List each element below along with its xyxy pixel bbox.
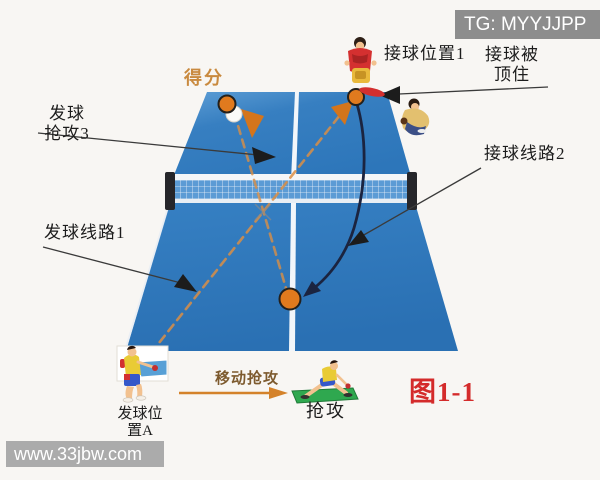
watermark-top-right: TG: MYYJJPP <box>455 10 600 39</box>
net-post-right <box>407 172 417 210</box>
figure-caption: 图1-1 <box>409 377 476 407</box>
player-blocked-receive-icon <box>400 98 430 136</box>
move-attack-arrow <box>179 387 288 399</box>
label-pointer-lines <box>37 86 549 284</box>
serve-attack-line2: 抢攻3 <box>44 123 90 143</box>
attack-direction-orange-arrow <box>241 109 264 138</box>
attack-label: 抢攻 <box>306 401 346 421</box>
player-attacking-icon <box>291 360 359 404</box>
serve-position-line2: 置A <box>127 423 153 440</box>
receive-blocked-line2: 顶住 <box>494 64 530 84</box>
receive-route-arrowhead <box>348 230 369 246</box>
blocked-arrowhead <box>379 86 400 104</box>
table-left-edge-highlight <box>124 203 170 352</box>
center-line-far <box>291 92 299 180</box>
serve-attack-line1: 发球 <box>49 104 85 123</box>
net-mesh <box>173 180 413 200</box>
receive-ball <box>347 88 365 106</box>
receive-route-pointer-line <box>361 167 482 237</box>
serve-position-line1: 发球位 <box>117 406 163 422</box>
receive-route-curve <box>305 103 366 296</box>
serve-direction-orange-arrow <box>331 101 353 125</box>
score-ball <box>217 94 237 114</box>
move-attack-label: 移动抢攻 <box>215 371 280 387</box>
serve-position-label: 发球位 置A <box>102 406 178 441</box>
cross-mark <box>254 203 272 221</box>
center-line-near <box>289 203 296 351</box>
player-receive-position-icon <box>344 37 377 83</box>
score-label: 得分 <box>184 68 224 88</box>
serve-attack-pointer-line <box>37 132 259 156</box>
watermark-bottom-left: www.33jbw.com <box>6 441 164 467</box>
serve-route-dashed-line <box>149 98 354 355</box>
serve-attack-arrowhead <box>252 147 276 164</box>
label-pointer-arrowheads <box>174 86 400 292</box>
attack-route-dashed-line <box>232 110 290 297</box>
receive-route-label: 接球线路2 <box>484 144 566 163</box>
serve-attack-label: 发球 抢攻3 <box>38 104 96 143</box>
blocked-pointer-line <box>398 86 549 95</box>
receive-blocked-label: 接球被 顶住 <box>462 45 562 84</box>
player-serving-icon <box>116 345 169 403</box>
serve-route-arrowhead <box>174 274 197 292</box>
receive-curve-arrowhead <box>303 281 321 297</box>
receive-position-label: 接球位置1 <box>384 44 466 63</box>
net-post-left <box>165 172 175 210</box>
receive-blocked-line1: 接球被 <box>485 45 539 64</box>
net-bottom-band <box>173 199 413 203</box>
red-paddle-streak <box>359 87 385 97</box>
serve-route-label: 发球线路1 <box>44 223 126 242</box>
mid-table-ball <box>278 287 302 311</box>
serve-route-pointer-line <box>42 246 182 284</box>
